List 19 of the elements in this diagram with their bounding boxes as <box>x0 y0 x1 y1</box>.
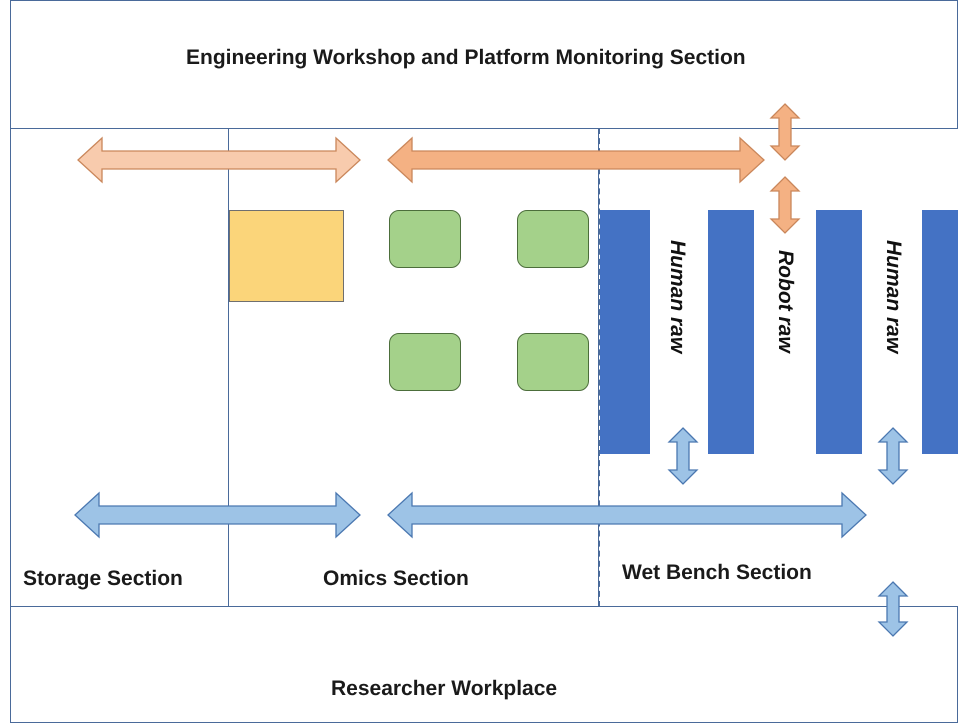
section-label: Researcher Workplace <box>331 677 558 701</box>
section-label: Engineering Workshop and Platform Monitoring Section <box>186 46 746 70</box>
lab-bench <box>922 210 958 454</box>
floor-zone <box>598 128 958 607</box>
instrument-box <box>517 210 589 268</box>
aisle-label: Human raw <box>881 240 905 354</box>
aisle-label: Robot raw <box>773 250 797 353</box>
lab-bench <box>708 210 754 454</box>
instrument-box <box>389 333 461 391</box>
section-label: Omics Section <box>323 567 469 591</box>
lab-bench <box>816 210 862 454</box>
instrument-box <box>517 333 589 391</box>
instrument-box <box>389 210 461 268</box>
robot-station <box>229 210 344 302</box>
section-label: Wet Bench Section <box>622 561 812 585</box>
lab-bench <box>600 210 650 454</box>
section-label: Storage Section <box>23 567 183 591</box>
floor-zone <box>10 606 958 723</box>
aisle-label: Human raw <box>665 240 689 354</box>
